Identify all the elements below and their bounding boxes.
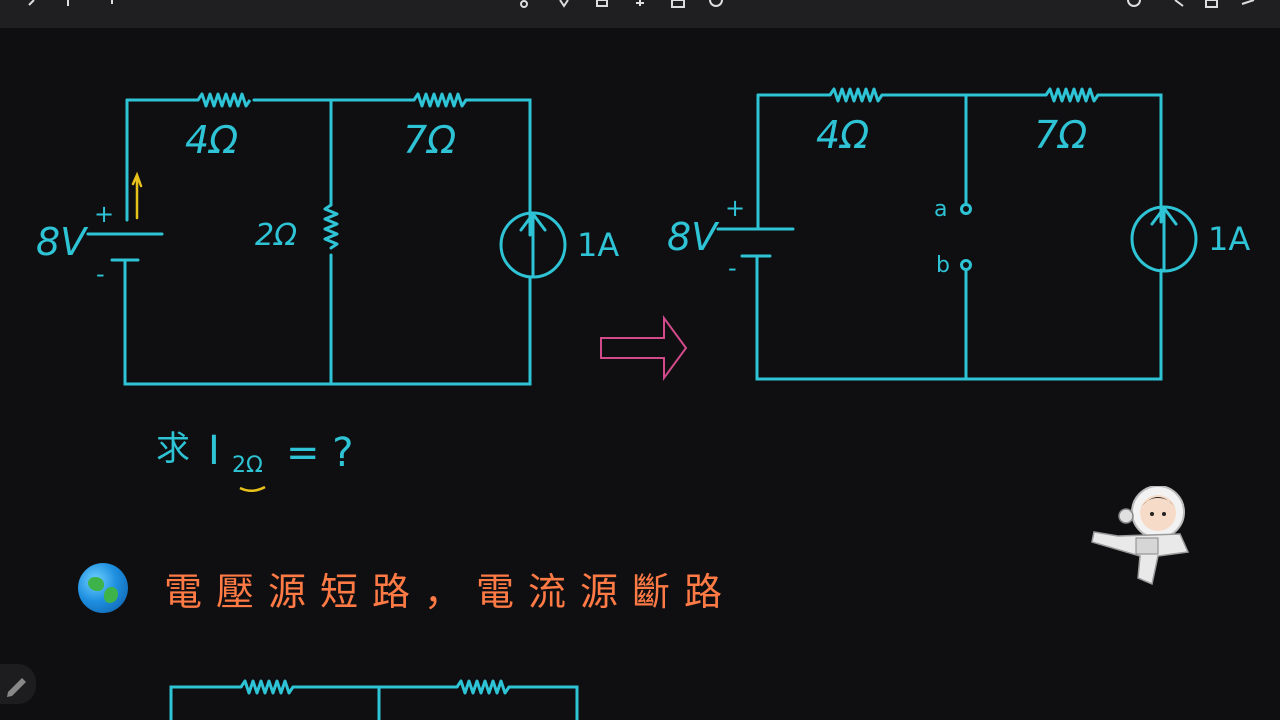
question-prefix: 求 <box>156 429 190 469</box>
left-minus-label: - <box>96 260 105 288</box>
left-r1-label: 4Ω <box>185 118 238 162</box>
back-icon[interactable] <box>24 0 40 10</box>
eraser-icon[interactable] <box>594 0 610 10</box>
right-circuit <box>716 93 1198 381</box>
left-r2-label: 7Ω <box>403 118 456 162</box>
left-circuit <box>86 98 567 386</box>
bottom-r1-resistor <box>239 679 295 695</box>
left-r3-label: 2Ω <box>255 218 297 253</box>
subscript-underline <box>239 485 266 492</box>
undo-icon[interactable] <box>1126 0 1142 10</box>
right-current-label: 1A <box>1208 220 1250 258</box>
node-a-label: a <box>934 197 947 222</box>
node-b-label: b <box>936 253 950 278</box>
transform-arrow <box>600 314 688 382</box>
right-r1-label: 4Ω <box>816 113 869 157</box>
globe-icon <box>78 563 128 613</box>
left-plus-label: + <box>94 200 114 228</box>
shape-icon[interactable] <box>708 0 724 10</box>
more-icon[interactable] <box>104 0 120 10</box>
right-minus-label: - <box>728 254 737 282</box>
astronaut-mascot-icon <box>1088 485 1192 594</box>
share-icon[interactable] <box>1172 0 1188 10</box>
caption-row: 電壓源短路，電流源斷路 <box>78 562 736 614</box>
left-current-label: 1A <box>577 226 619 264</box>
pen-tool-tab[interactable] <box>0 664 36 704</box>
pen-icon[interactable] <box>516 0 532 10</box>
lasso-icon[interactable] <box>632 0 648 10</box>
question-subscript: 2Ω <box>232 453 263 478</box>
right-source-voltage: 8V <box>667 215 720 259</box>
left-r1-resistor <box>196 92 252 108</box>
question-suffix: = ? <box>286 430 353 476</box>
bottom-circuit-partial <box>169 685 579 720</box>
question-symbol: I <box>208 428 220 474</box>
export-icon[interactable] <box>1204 0 1220 10</box>
app-toolbar <box>0 0 1280 28</box>
close-icon[interactable] <box>1240 0 1256 10</box>
right-plus-label: + <box>725 194 745 222</box>
drawing-canvas[interactable]: 4Ω 7Ω 2Ω 8V + - 1A 求 I 2Ω = ? <box>0 28 1280 720</box>
right-r2-label: 7Ω <box>1034 113 1087 157</box>
right-r1-resistor <box>828 87 884 103</box>
left-source-voltage: 8V <box>36 220 89 264</box>
caption-text: 電壓源短路，電流源斷路 <box>164 569 737 614</box>
bottom-r2-resistor <box>455 679 511 695</box>
add-page-icon[interactable] <box>60 0 76 10</box>
current-direction-arrow <box>131 171 143 220</box>
highlighter-icon[interactable] <box>556 0 572 10</box>
left-r2-resistor <box>412 92 468 108</box>
image-icon[interactable] <box>670 0 686 10</box>
right-r2-resistor <box>1044 87 1100 103</box>
